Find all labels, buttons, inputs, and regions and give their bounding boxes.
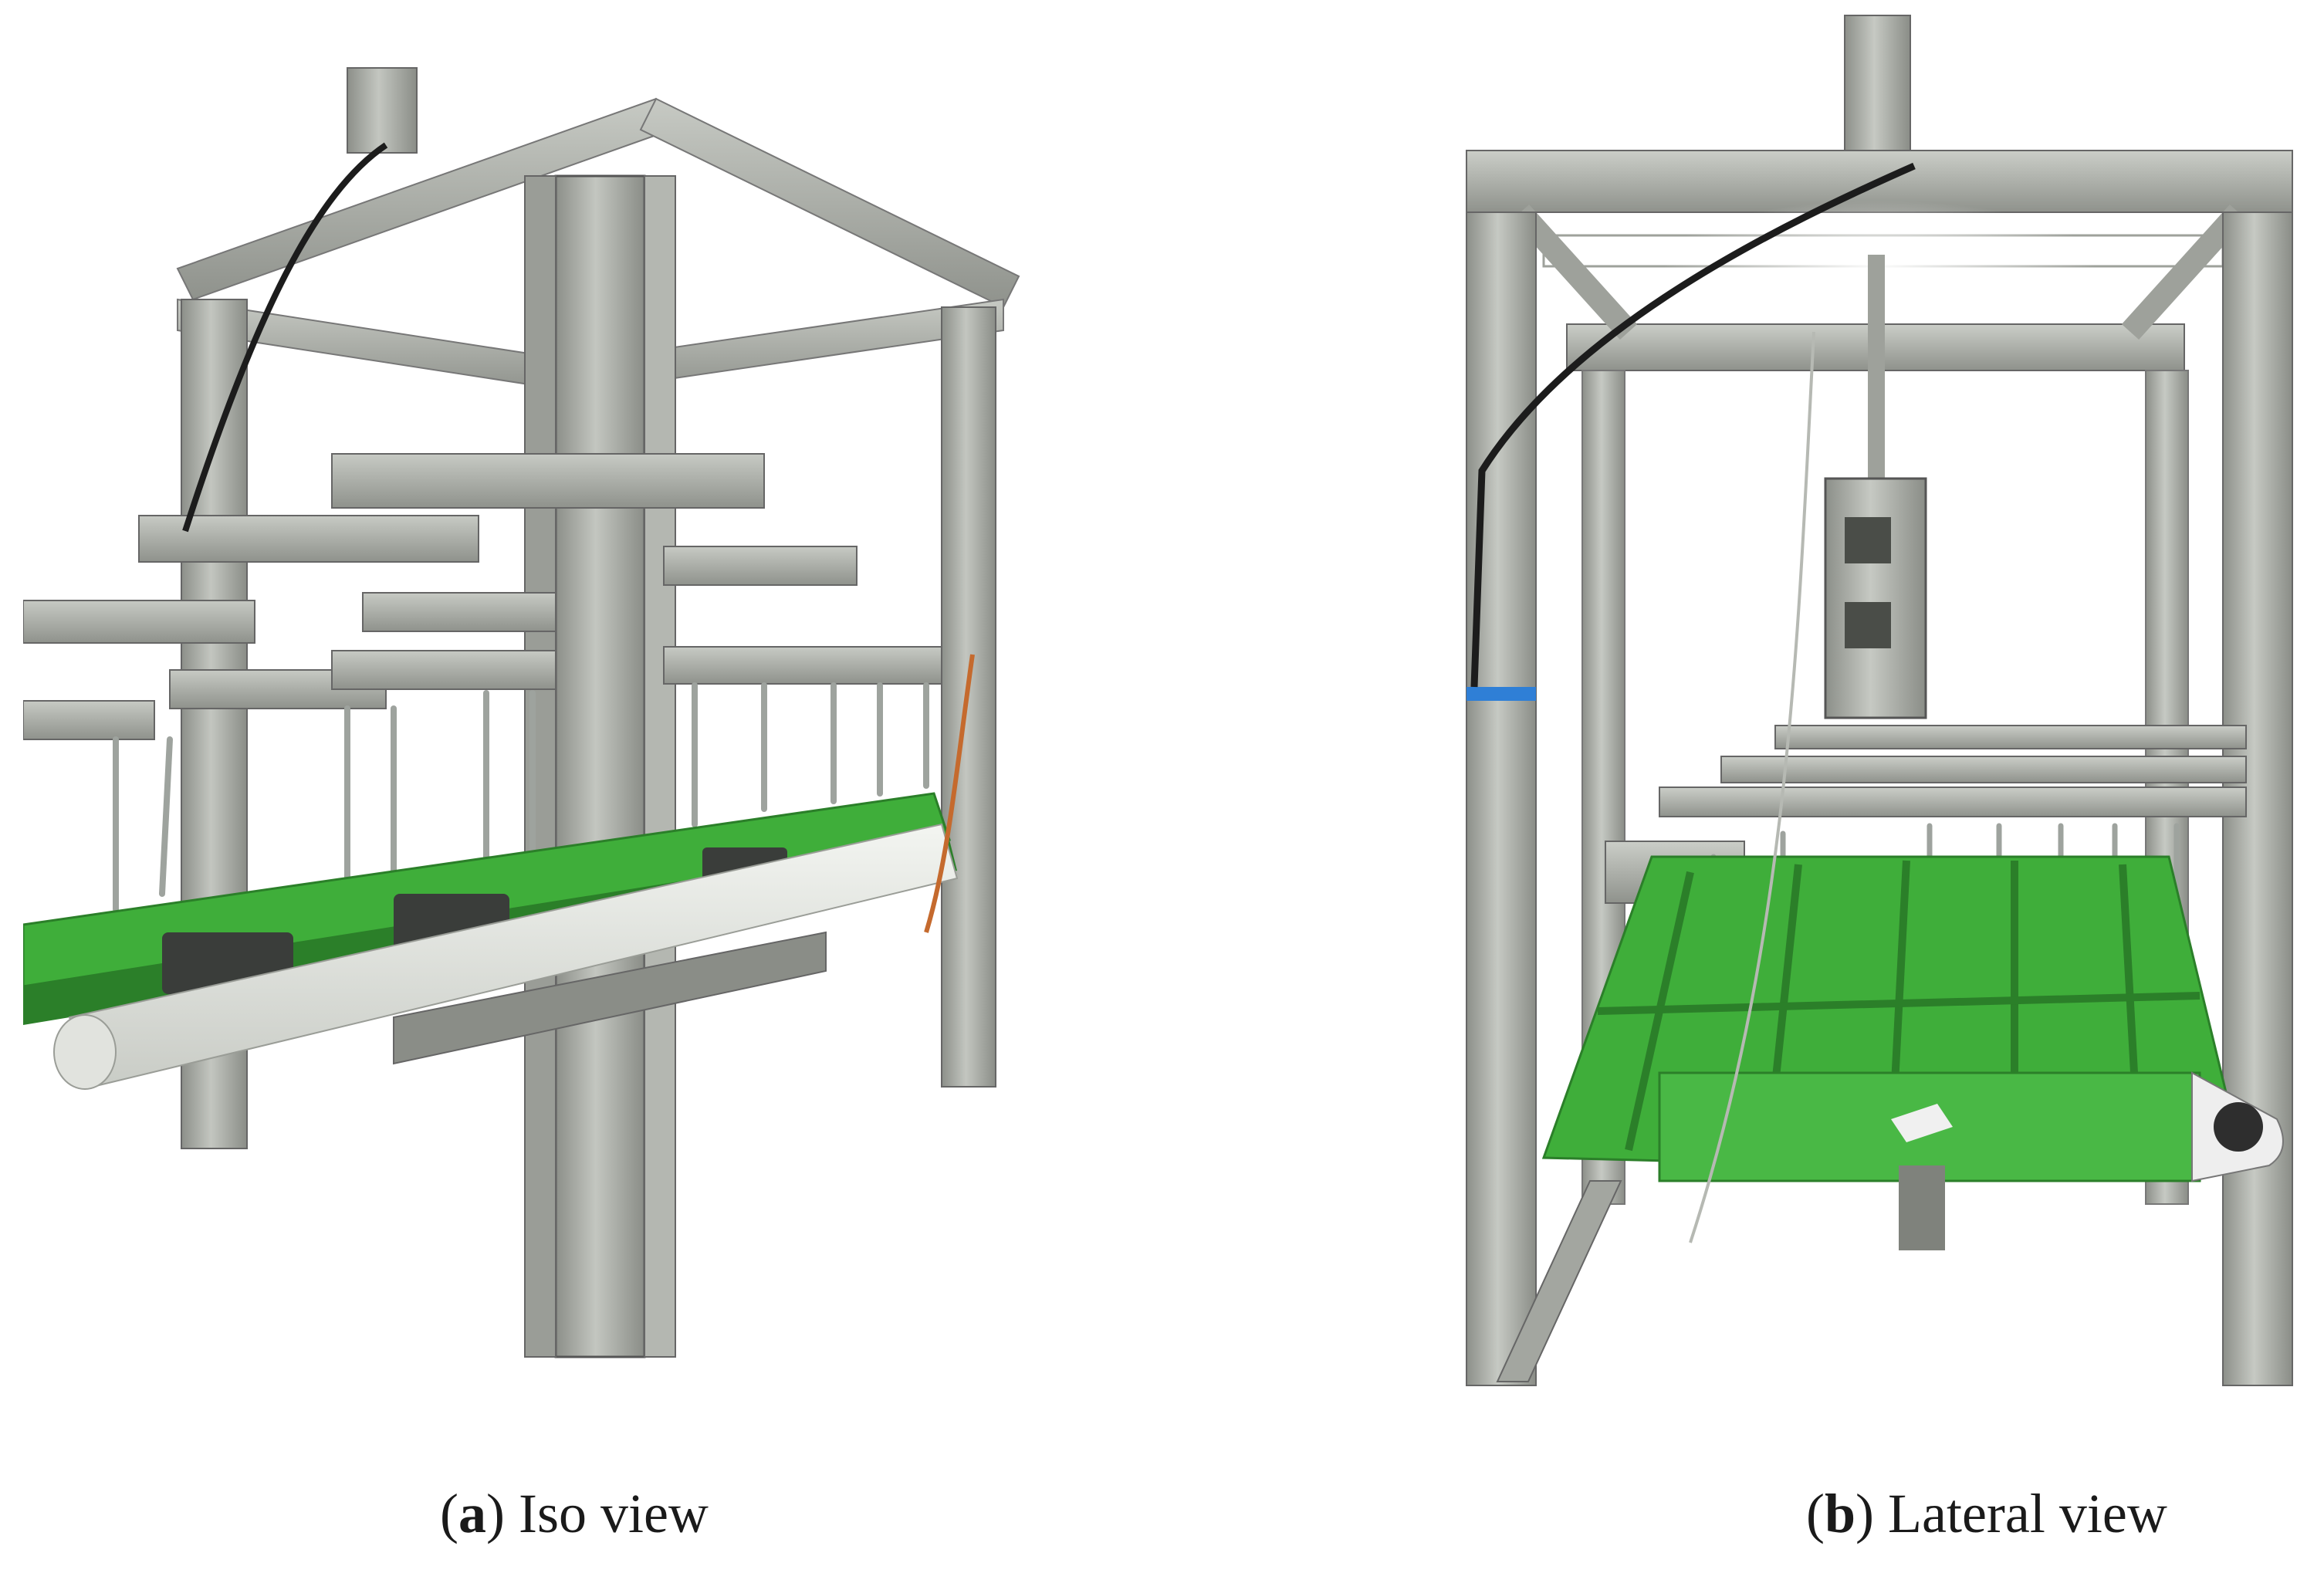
caption-label-b: Lateral view	[1888, 1483, 2167, 1544]
caption-lateral-view: (b) Lateral view	[1806, 1483, 2167, 1544]
iso-view-illustration	[23, 67, 1020, 1358]
caption-label-a: Iso view	[518, 1483, 709, 1544]
caption-iso-view: (a) Iso view	[440, 1483, 709, 1544]
photo-lateral-view	[1459, 8, 2300, 1397]
caption-letter-a: a	[458, 1483, 486, 1544]
caption-letter-b: b	[1824, 1483, 1856, 1544]
photo-iso-view	[23, 22, 1042, 1380]
lateral-view-illustration	[1466, 15, 2293, 1386]
